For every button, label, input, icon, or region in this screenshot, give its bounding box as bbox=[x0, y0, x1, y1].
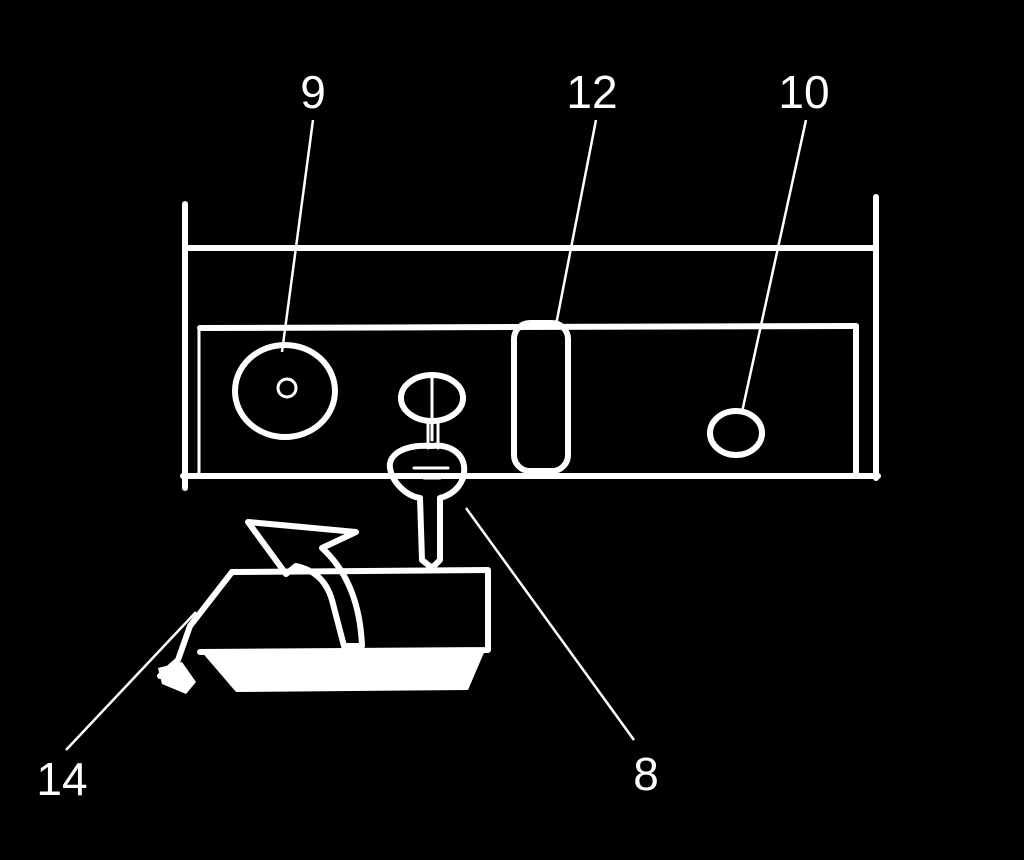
leader-line-10 bbox=[740, 119, 808, 413]
panel-frame bbox=[180, 194, 881, 491]
cover-hinge bbox=[158, 662, 196, 694]
indicator-lamp bbox=[707, 408, 765, 458]
callout-label-12: 12 bbox=[566, 66, 617, 118]
leader-line-12 bbox=[554, 119, 598, 326]
key-icon bbox=[386, 442, 468, 571]
key-lock bbox=[386, 372, 468, 571]
leader-line-14 bbox=[65, 611, 197, 751]
callout-label-9: 9 bbox=[300, 66, 326, 118]
callout-labels: 9 12 10 14 8 bbox=[36, 66, 829, 805]
leader-line-8 bbox=[464, 507, 636, 741]
round-knob bbox=[232, 342, 338, 440]
round-knob-center bbox=[276, 377, 298, 399]
leader-lines bbox=[65, 119, 808, 751]
cover-base bbox=[200, 648, 486, 692]
callout-label-8: 8 bbox=[633, 748, 659, 800]
hinged-cover bbox=[157, 519, 491, 694]
rocker-switch bbox=[511, 320, 571, 474]
callout-label-14: 14 bbox=[36, 753, 87, 805]
leader-line-9 bbox=[280, 119, 315, 353]
callout-label-10: 10 bbox=[778, 66, 829, 118]
open-arrow-icon bbox=[245, 519, 365, 649]
panel-inner-rail bbox=[197, 323, 859, 331]
round-knob-outer bbox=[232, 342, 338, 440]
